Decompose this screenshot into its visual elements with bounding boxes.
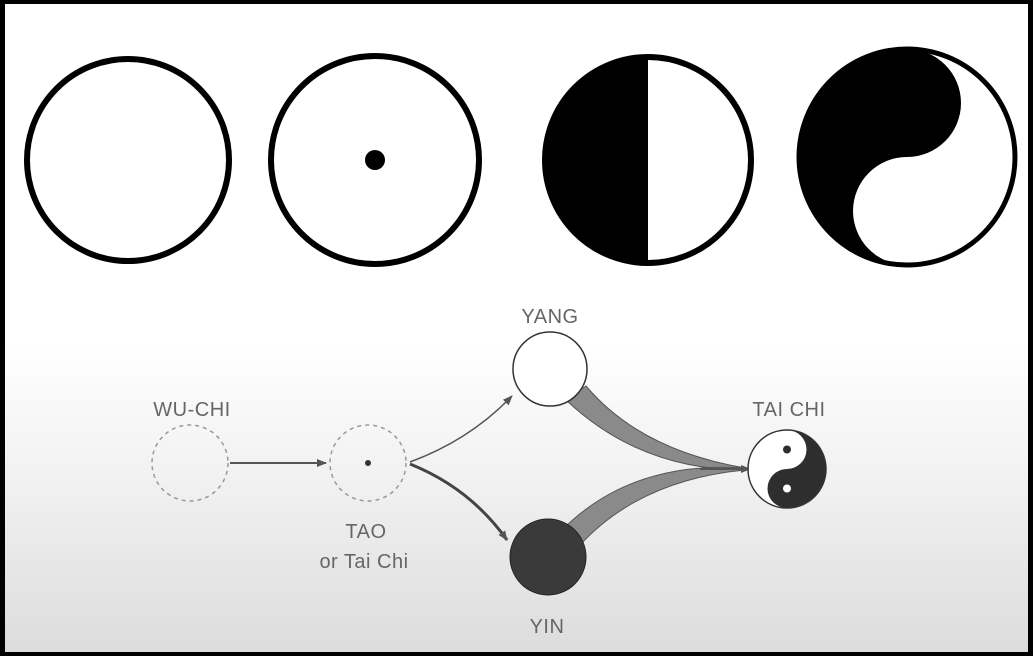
yin-circle (509, 518, 587, 596)
tao-dot (365, 460, 371, 466)
wu-chi-label: WU-CHI (153, 399, 230, 421)
half-circle-icon (542, 54, 754, 266)
tai-chi-label: TAI CHI (752, 399, 825, 421)
yang-flow-band (565, 385, 746, 471)
yin-yang-large-icon (796, 46, 1018, 268)
tao-label: TAO (345, 521, 386, 543)
tao-diagram: WU-CHI TAO or Tai Chi YANG YIN TAI CHI (24, 46, 1018, 638)
yin-flow-band (559, 466, 746, 546)
dot-circle-icon (268, 53, 482, 267)
yang-circle (512, 331, 588, 407)
yin-label: YIN (530, 616, 565, 638)
wu-chi-dashed-circle (151, 424, 229, 502)
arrow-tao-to-yang (409, 395, 513, 463)
diagram-frame: WU-CHI TAO or Tai Chi YANG YIN TAI CHI (5, 4, 1028, 652)
empty-circle-icon (24, 56, 232, 264)
yin-yang-small-icon (747, 429, 827, 509)
tao-dashed-circle (329, 424, 407, 502)
tao-sublabel: or Tai Chi (319, 551, 408, 573)
yang-label: YANG (521, 306, 578, 328)
arrow-tao-to-yin (409, 462, 509, 541)
